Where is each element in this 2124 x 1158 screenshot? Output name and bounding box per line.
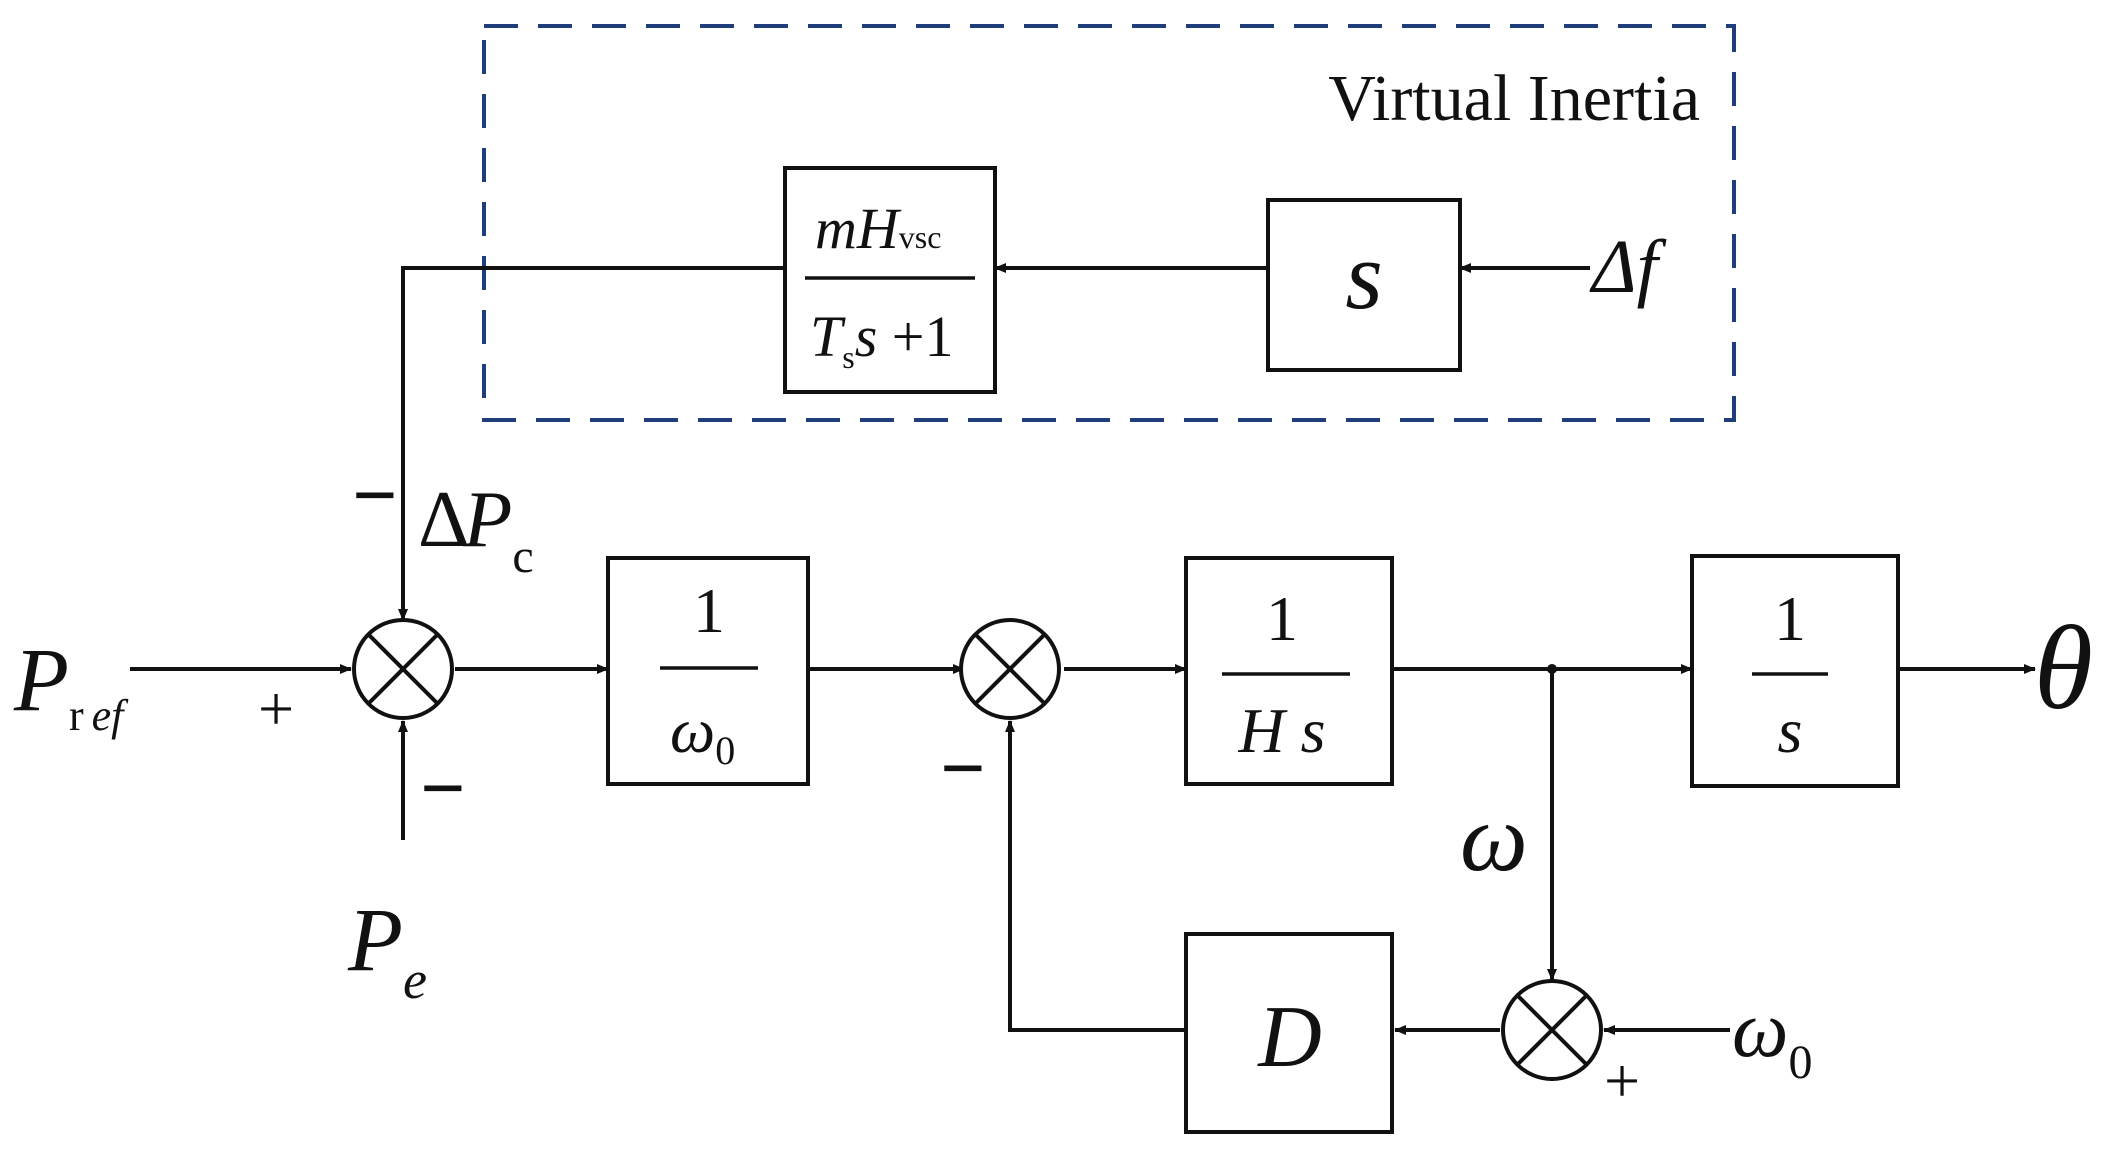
derivative-symbol: s xyxy=(1345,222,1382,329)
integrator-den: s xyxy=(1778,695,1803,766)
inverse-omega0-den-sub: 0 xyxy=(715,728,735,773)
virtual-inertia-region xyxy=(482,24,1736,422)
sign-minus-delta-pc: − xyxy=(352,452,398,540)
sign-plus-pref: + xyxy=(258,673,294,744)
integrator-block: 1 s xyxy=(1690,554,1900,788)
sum-junction-3 xyxy=(1501,979,1603,1081)
sum-junction-1 xyxy=(352,618,454,720)
virtual-gain-block: mHvsc Tss +1 xyxy=(783,166,997,394)
theta-label: θ xyxy=(2034,601,2093,734)
wire-damping-to-sum2 xyxy=(1005,720,1186,1032)
svg-text:mHvsc: mHvsc xyxy=(815,196,941,261)
inverse-hs-den: H s xyxy=(1237,695,1325,766)
virtual-gain-den-tail: +1 xyxy=(877,304,953,369)
virtual-gain-numerator-sub: vsc xyxy=(899,219,942,255)
inverse-hs-num: 1 xyxy=(1266,583,1298,654)
sign-plus-omega0: + xyxy=(1604,1045,1640,1116)
svg-text:ω0: ω0 xyxy=(670,695,735,773)
virtual-gain-den-t-sub: s xyxy=(842,339,854,375)
inverse-omega0-den: ω xyxy=(670,695,715,766)
sign-minus-feedback: − xyxy=(940,725,986,813)
integrator-num: 1 xyxy=(1774,583,1806,654)
inverse-hs-block: 1 H s xyxy=(1184,556,1394,786)
damping-block: D xyxy=(1184,932,1394,1134)
damping-symbol: D xyxy=(1257,989,1322,1086)
derivative-block: s xyxy=(1266,198,1462,372)
wire-gain-to-sum1 xyxy=(398,266,785,621)
omega-label: ω xyxy=(1460,784,1528,891)
virtual-inertia-label: Virtual Inertia xyxy=(1328,62,1700,135)
svg-text:Tss +1: Tss +1 xyxy=(810,304,954,375)
virtual-gain-den-s: s xyxy=(855,304,878,369)
delta-pc-label: ΔPc xyxy=(418,476,534,583)
sum-junction-2 xyxy=(959,618,1061,720)
inverse-omega0-num: 1 xyxy=(693,575,725,646)
inverse-omega0-block: 1 ω0 xyxy=(606,556,810,786)
virtual-gain-den-t: T xyxy=(810,304,846,369)
pe-label: Pe xyxy=(347,891,427,1010)
omega-junction xyxy=(1547,664,1557,674)
virtual-gain-numerator: mH xyxy=(815,196,902,261)
delta-f-label: Δf xyxy=(1589,225,1667,309)
omega0-input-label: ω0 xyxy=(1732,986,1812,1089)
sign-minus-pe: − xyxy=(420,745,466,833)
